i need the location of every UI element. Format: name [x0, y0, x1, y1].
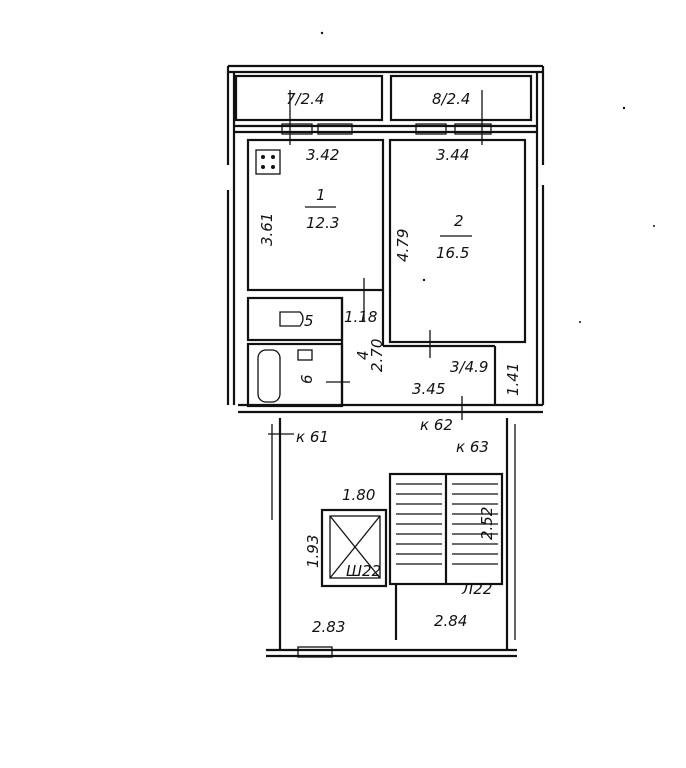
room-1: 1 12.3 3.42 3.61	[246, 138, 385, 292]
room-2-depth: 4.79	[394, 229, 412, 262]
staircase: 2.52 Л22	[388, 472, 504, 640]
corridor-3-label: 3/4.9	[450, 358, 488, 376]
hall-width-right: 2.84	[434, 612, 467, 630]
balcony-8: 8/2.4	[389, 74, 533, 145]
room-1-number: 1	[316, 186, 326, 204]
room-1-depth: 3.61	[258, 213, 276, 246]
hall-4-depth: 2.70	[368, 339, 386, 372]
unit-61-label: к 61	[296, 428, 329, 446]
room-1-width: 3.42	[306, 146, 339, 164]
landing: к 61 к 62 к 63 1.80 1.93 Ш22	[266, 396, 517, 658]
hall-4-width: 1.18	[344, 308, 377, 326]
elevator-depth: 1.93	[304, 535, 322, 568]
unit-63-label: к 63	[456, 438, 489, 456]
balcony-8-label: 8/2.4	[432, 90, 470, 108]
room-6-number: 6	[298, 374, 316, 384]
room-2-number: 2	[454, 212, 464, 230]
bath-6: 6	[246, 342, 344, 408]
hall-4: 4 2.70 1.18	[326, 278, 386, 406]
room-5-number: 5	[304, 312, 314, 330]
elevator-width: 1.80	[342, 486, 375, 504]
room-2-width: 3.44	[436, 146, 469, 164]
corridor-3-depth: 1.41	[504, 363, 522, 396]
corridor-3-width: 3.45	[412, 380, 445, 398]
stair-width: 2.52	[478, 507, 496, 540]
room-2-area: 16.5	[436, 244, 469, 262]
shaft-label: Ш22	[346, 562, 381, 580]
room-1-area: 12.3	[306, 214, 339, 232]
stair-label: Л22	[461, 580, 492, 598]
room-4-number: 4	[354, 350, 372, 360]
balcony-7: 7/2.4	[234, 74, 384, 145]
elevator-shaft: 1.80 1.93 Ш22	[304, 486, 388, 588]
balcony-7-label: 7/2.4	[286, 90, 324, 108]
wc-5: 5	[246, 296, 344, 342]
apartment-walls	[226, 64, 545, 414]
room-2: 2 16.5 3.44 4.79	[388, 138, 527, 358]
corridor-3: 3/4.9 3.45 1.41	[383, 344, 522, 406]
hall-width-left: 2.83	[312, 618, 345, 636]
unit-62-label: к 62	[420, 416, 453, 434]
